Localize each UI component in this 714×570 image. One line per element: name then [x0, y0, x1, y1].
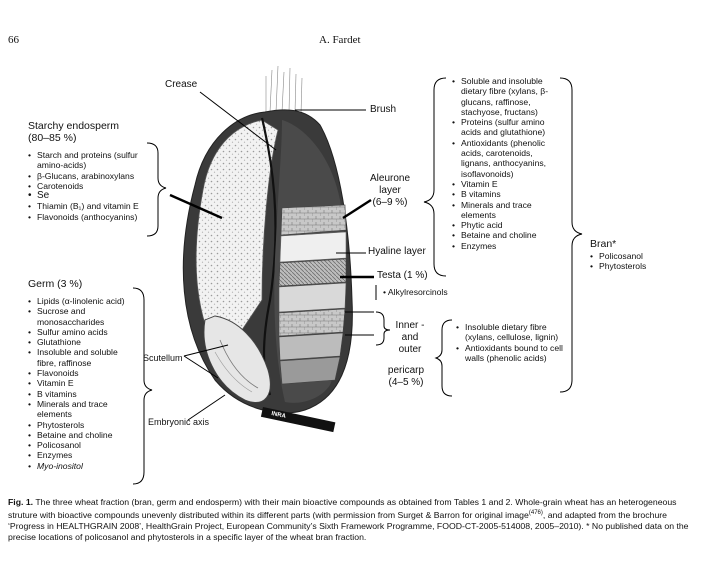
aleurone-line-1: Aleurone: [369, 173, 411, 184]
list-item: Enzymes: [452, 241, 562, 252]
list-item: Phytosterols: [28, 420, 136, 431]
caption-text-2: , and adapted from the brochure ‘Progres…: [8, 509, 689, 542]
list-item: Vitamin E: [28, 378, 136, 389]
list-item: Vitamin E: [452, 179, 562, 190]
list-item: Flavonoids (anthocyanins): [28, 212, 148, 223]
list-item: Minerals and trace elements: [452, 200, 562, 221]
list-item: Se: [28, 190, 148, 201]
list-item: Phytic acid: [452, 220, 562, 231]
inner-outer-line-1: Inner -: [395, 320, 425, 331]
braces: [132, 77, 583, 485]
list-item: Flavonoids: [28, 368, 136, 379]
caption-text: The three wheat fraction (bran, germ and…: [8, 497, 677, 520]
inner-outer-line-3: outer: [398, 344, 422, 355]
hyaline-layer-label: Hyaline layer: [368, 246, 426, 257]
list-item: Sucrose and monosaccharides: [28, 306, 136, 327]
list-item: Insoluble dietary fibre (xylans, cellulo…: [456, 322, 564, 343]
brush-label: Brush: [370, 104, 397, 115]
list-item: Phytosterols: [590, 261, 646, 272]
aleurone-bands: [278, 204, 347, 385]
figure-caption: Fig. 1. The three wheat fraction (bran, …: [8, 497, 698, 543]
germ-shape: [203, 315, 271, 403]
pericarp-line-1: pericarp: [387, 365, 425, 376]
list-item: Glutathione: [28, 337, 136, 348]
scutellum-label: Scutellum: [143, 353, 183, 363]
list-item: Starch and proteins (sulfur amino-acids): [28, 150, 148, 171]
bran-compounds-list: Soluble and insoluble dietary fibre (xyl…: [452, 76, 562, 251]
list-item: Proteins (sulfur amino acids and glutath…: [452, 117, 562, 138]
list-item: β-Glucans, arabinoxylans: [28, 171, 148, 182]
list-item: Betaine and choline: [28, 430, 136, 441]
bran-block: Bran* Policosanol Phytosterols: [590, 238, 646, 272]
bran-title: Bran*: [590, 238, 617, 250]
inner-outer-label: Inner - and outer: [388, 320, 432, 356]
testa-label: Testa (1 %): [377, 270, 428, 281]
pericarp-percent: (4–5 %): [388, 377, 424, 388]
leader-lines: [169, 91, 377, 421]
running-author: A. Fardet: [319, 34, 361, 46]
starchy-endosperm-block: Starchy endosperm (80–85 %) Starch and p…: [28, 120, 148, 222]
germ-block: Germ (3 %) Lipids (α-linolenic acid) Suc…: [28, 278, 136, 471]
list-item: Antioxidants bound to cell walls (phenol…: [456, 343, 564, 364]
brush-hairs: [265, 65, 303, 115]
starchy-title: Starchy endosperm: [28, 120, 120, 132]
list-item: Thiamin (B₁) and vitamin E: [28, 201, 148, 212]
list-item: Myo-inositol: [28, 461, 136, 472]
bran-list: Policosanol Phytosterols: [590, 251, 646, 272]
aleurone-label: Aleurone layer (6–9 %): [358, 173, 422, 209]
list-item: Antioxidants (phenolic acids, carotenoid…: [452, 138, 562, 179]
list-item: Policosanol: [590, 251, 646, 262]
germ-title: Germ (3 %): [28, 278, 83, 290]
aleurone-line-2: layer: [379, 185, 401, 196]
list-item: Enzymes: [28, 450, 136, 461]
list-item: Insoluble and soluble fibre, raffinose: [28, 347, 136, 368]
crease-label: Crease: [165, 79, 198, 90]
germ-list: Lipids (α-linolenic acid) Sucrose and mo…: [28, 296, 136, 471]
inner-outer-line-2: and: [401, 332, 419, 343]
starchy-list: Starch and proteins (sulfur amino-acids)…: [28, 150, 148, 222]
list-item: Betaine and choline: [452, 230, 562, 241]
pericarp-label: pericarp (4–5 %): [378, 365, 434, 389]
list-item: Lipids (α-linolenic acid): [28, 296, 136, 307]
page-number: 66: [8, 34, 19, 46]
caption-label: Fig. 1.: [8, 497, 34, 507]
aleurone-percent: (6–9 %): [372, 197, 408, 208]
list-item: B vitamins: [28, 389, 136, 400]
starchy-percent: (80–85 %): [28, 132, 77, 144]
list-item: B vitamins: [452, 189, 562, 200]
list-item: Carotenoids: [28, 181, 148, 192]
pericarp-compounds-list: Insoluble dietary fibre (xylans, cellulo…: [456, 322, 564, 363]
list-item: Soluble and insoluble dietary fibre (xyl…: [452, 76, 562, 117]
alkylresorcinols-label: • Alkylresorcinols: [383, 287, 448, 297]
embryonic-axis-label: Embryonic axis: [148, 417, 210, 427]
caption-ref: (476): [528, 510, 543, 516]
list-item: Minerals and trace elements: [28, 399, 136, 420]
list-item: Policosanol: [28, 440, 136, 451]
list-item: Sulfur amino acids: [28, 327, 136, 338]
